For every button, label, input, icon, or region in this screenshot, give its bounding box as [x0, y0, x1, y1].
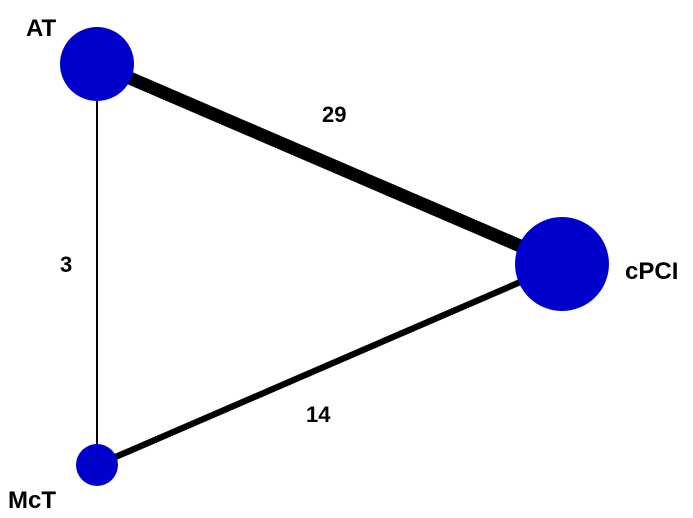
edge-label-at-cpci: 29 — [322, 102, 346, 127]
node-label-at: AT — [26, 15, 57, 42]
node-label-mct: McT — [8, 487, 56, 514]
node-at — [60, 27, 134, 101]
edge-label-mct-cpci: 14 — [306, 402, 331, 427]
node-cpci — [515, 217, 609, 311]
node-mct — [76, 444, 118, 486]
labels-layer: AT cPCI McT 29 3 14 — [8, 15, 678, 514]
edges-layer — [94, 58, 565, 468]
edge-label-at-mct: 3 — [60, 252, 72, 277]
edge-mct-cpci — [95, 261, 564, 468]
edge-at-cpci — [94, 58, 565, 270]
nodes-layer — [60, 27, 609, 486]
node-label-cpci: cPCI — [625, 258, 678, 285]
